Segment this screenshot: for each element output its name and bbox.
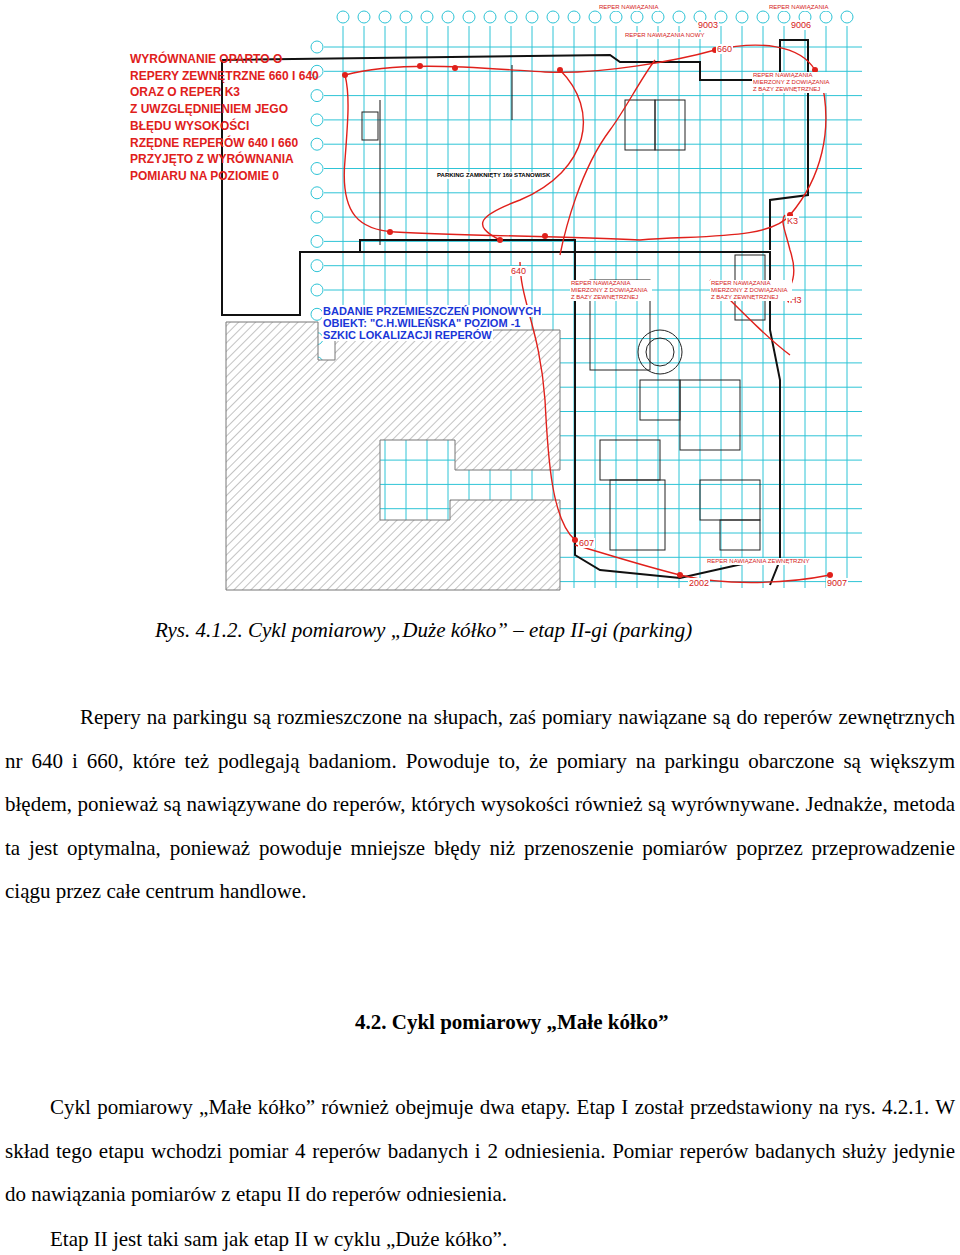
grid-line [637, 26, 638, 588]
grid-axis-bubble [311, 138, 323, 150]
grid-axis-bubble [589, 11, 601, 23]
hatched-building [226, 322, 560, 590]
grid-line [595, 26, 596, 588]
plan-note: PRZYJĘTO Z WYRÓWNANIA [130, 152, 294, 166]
grid-axis-bubble [311, 260, 323, 272]
benchmark-number: K3 [786, 216, 799, 226]
grid-axis-bubble [463, 11, 475, 23]
grid-axis-bubble [652, 11, 664, 23]
body-paragraph: Etap II jest taki sam jak etap II w cykl… [5, 1218, 955, 1255]
grid-axis-bubble [484, 11, 496, 23]
plan-note: REPERY ZEWNĘTRZNE 660 I 640 [130, 69, 319, 83]
grid-axis-bubble [631, 11, 643, 23]
grid-line [742, 26, 743, 588]
plan-note: RZĘDNE REPERÓW 640 I 660 [130, 136, 298, 150]
body-paragraph: Cykl pomiarowy „Małe kółko” również obej… [5, 1086, 955, 1217]
drawing-title: OBIEKT: "C.H.WILEŃSKA" POZIOM -1 [322, 317, 521, 329]
plan-note: ORAZ O REPER K3 [130, 85, 240, 99]
grid-axis-bubble [526, 11, 538, 23]
area-label: PARKING ZAMKNIĘTY 169 STANOWISK [436, 172, 551, 179]
grid-line [679, 26, 680, 588]
benchmark-number: 660 [716, 44, 733, 54]
grid-axis-bubble [311, 41, 323, 53]
grid-axis-bubble [337, 11, 349, 23]
grid-line [324, 192, 862, 193]
benchmark-note: REPER NAWIĄZANIA MIERZONY Z DOWIĄZANIA Z… [710, 280, 792, 301]
grid-line [805, 26, 806, 588]
section-heading: 4.2. Cykl pomiarowy „Małe kółko” [355, 1009, 668, 1035]
grid-axis-bubble [311, 114, 323, 126]
grid-line [847, 26, 848, 588]
benchmark-number: 640 [510, 266, 527, 276]
grid-lines [311, 11, 862, 588]
benchmark-note: REPER NAWIĄZANIA MIERZONY Z DOWIĄZANIA Z… [752, 72, 834, 93]
grid-line [763, 26, 764, 588]
grid-axis-bubble [610, 11, 622, 23]
grid-axis-bubble [311, 211, 323, 223]
benchmark-number: 607 [578, 538, 595, 548]
grid-line [324, 168, 862, 169]
grid-axis-bubble [736, 11, 748, 23]
grid-axis-bubble [778, 11, 790, 23]
plan-note: POMIARU NA POZIOMIE 0 [130, 169, 279, 183]
grid-line [324, 265, 862, 266]
grid-line [324, 95, 862, 96]
grid-axis-bubble [379, 11, 391, 23]
grid-axis-bubble [505, 11, 517, 23]
benchmark-number: 9003 [697, 20, 719, 30]
grid-axis-bubble [442, 11, 454, 23]
grid-line [324, 119, 862, 120]
grid-line [324, 217, 862, 218]
benchmark-note: REPER NAWIĄZANIA NOWY [624, 32, 705, 39]
grid-axis-bubble [757, 11, 769, 23]
grid-axis-bubble [311, 187, 323, 199]
grid-line [784, 26, 785, 588]
grid-axis-bubble [820, 11, 832, 23]
grid-axis-bubble [841, 11, 853, 23]
grid-axis-bubble [311, 235, 323, 247]
benchmark-number: 9007 [826, 578, 848, 588]
grid-axis-bubble [673, 11, 685, 23]
benchmark-note: REPER NAWIĄZANIA MIERZONY Z DOWIĄZANIA Z… [570, 280, 652, 301]
grid-axis-bubble [311, 284, 323, 296]
grid-line [324, 460, 862, 461]
grid-axis-bubble [400, 11, 412, 23]
plan-note: BŁĘDU WYSOKOŚCI [130, 119, 249, 133]
grid-line [658, 26, 659, 588]
building-outline [222, 40, 808, 585]
benchmark-note: REPER NAWIĄZANIA [598, 4, 659, 11]
grid-axis-bubble [568, 11, 580, 23]
grid-line [324, 508, 862, 509]
grid-line [324, 241, 862, 242]
grid-axis-bubble [311, 90, 323, 102]
benchmark-number: 9006 [790, 20, 812, 30]
benchmark-note: REPER NAWIĄZANIA ZEWNĘTRZNY [706, 558, 810, 565]
grid-axis-bubble [421, 11, 433, 23]
grid-axis-bubble [358, 11, 370, 23]
grid-line [721, 26, 722, 588]
grid-line [616, 26, 617, 588]
grid-axis-bubble [311, 163, 323, 175]
grid-axis-bubble [547, 11, 559, 23]
benchmark-number: 2002 [688, 578, 710, 588]
grid-line [324, 144, 862, 145]
figure-caption: Rys. 4.1.2. Cykl pomiarowy „Duże kółko” … [155, 617, 692, 643]
drawing-title: BADANIE PRZEMIESZCZEŃ PIONOWYCH [322, 305, 542, 317]
grid-line [324, 484, 862, 485]
plan-note: Z UWZGLĘDNIENIEM JEGO [130, 102, 288, 116]
body-paragraph: Repery na parkingu są rozmieszczone na s… [5, 696, 955, 914]
drawing-title: SZKIC LOKALIZACJI REPERÓW [322, 329, 493, 341]
benchmark-note: REPER NAWIĄZANIA [768, 4, 829, 11]
plan-note: WYRÓWNANIE OPARTO O [130, 52, 282, 66]
